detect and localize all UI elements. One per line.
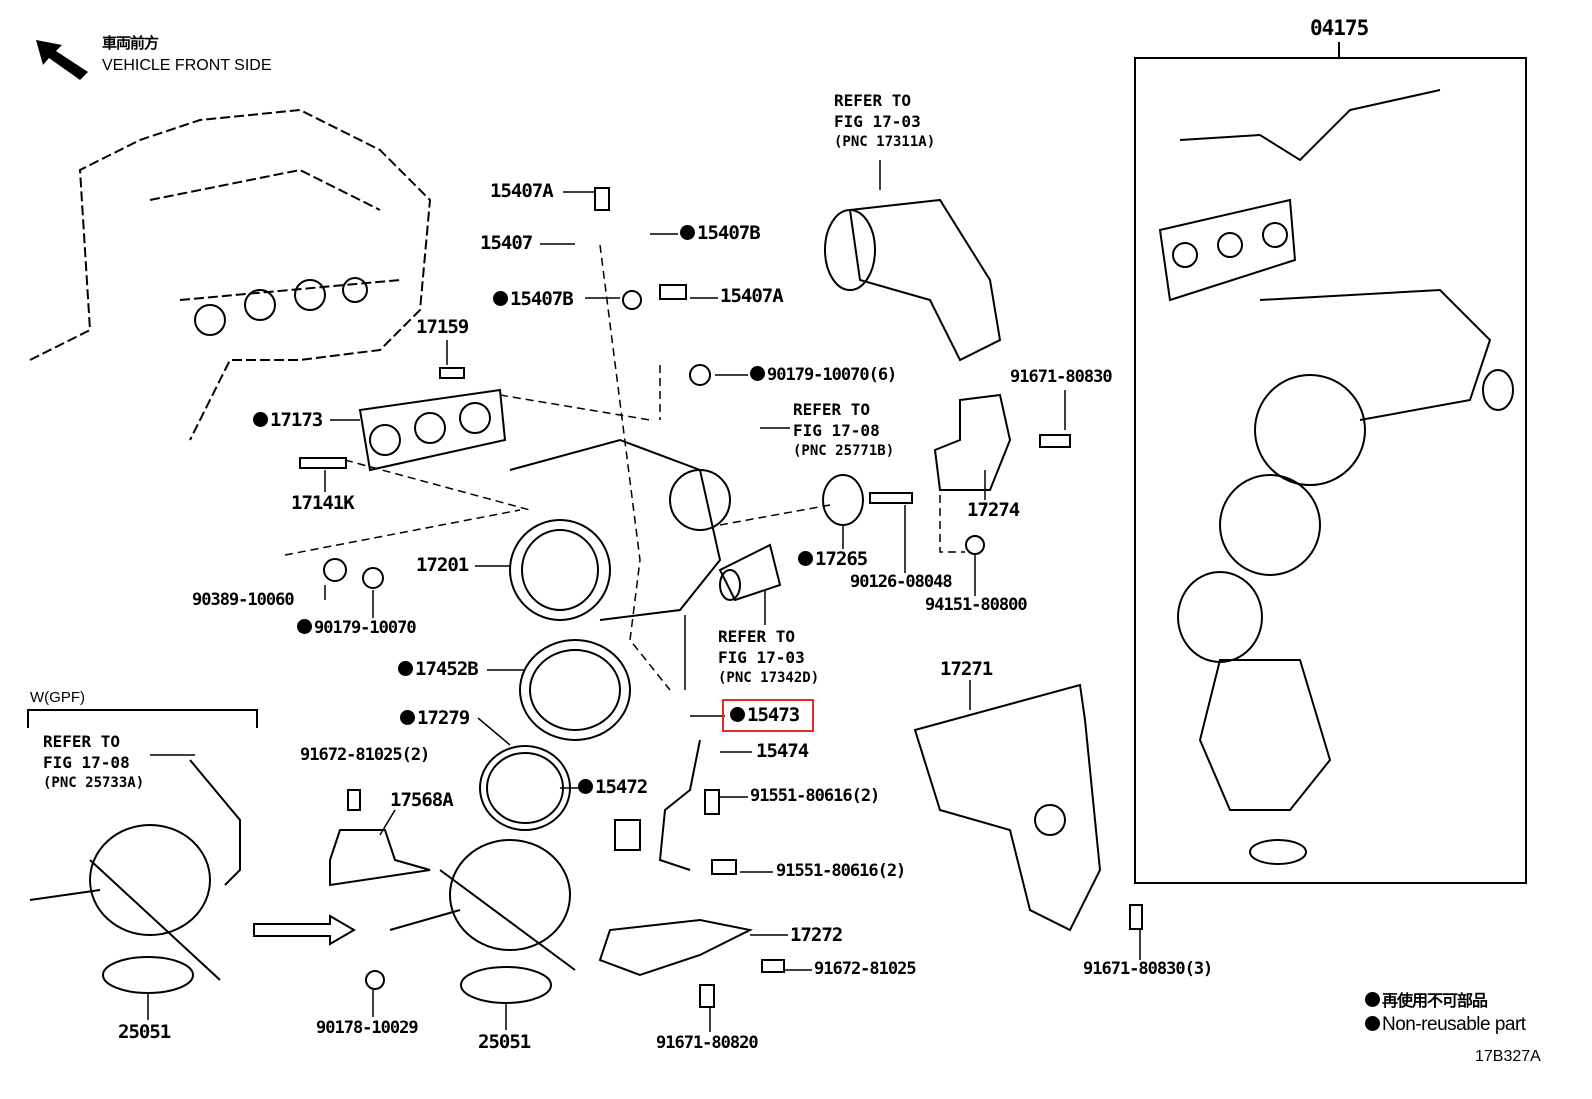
part-label[interactable]: 25051 <box>478 1031 531 1053</box>
highlight-box <box>722 699 814 732</box>
part-label[interactable]: 15407A <box>490 180 554 202</box>
converter-right <box>389 839 576 1004</box>
air-elbow <box>824 198 1002 362</box>
pipe-15474 <box>614 739 701 871</box>
part-label[interactable]: 15407 <box>480 232 533 254</box>
engine-block-drawing <box>29 108 432 441</box>
hose <box>718 543 782 602</box>
part-label[interactable]: 90179-10070(6) <box>750 366 897 384</box>
part-label[interactable]: 91671-80820 <box>656 1033 759 1053</box>
part-label[interactable]: 91551-80616(2) <box>776 861 906 881</box>
clamp-17452B <box>519 639 631 741</box>
legend-en: Non-reusable part <box>1365 1015 1526 1034</box>
part-label[interactable]: 91671-80830 <box>1010 367 1113 387</box>
orientation-en: VEHICLE FRONT SIDE <box>102 57 272 74</box>
converter-left <box>29 759 241 994</box>
part-label[interactable]: 90389-10060 <box>192 590 295 610</box>
part-label[interactable]: 17265 <box>798 550 868 569</box>
part-label[interactable]: 90126-08048 <box>850 572 953 592</box>
part-label[interactable]: 17568A <box>390 789 454 811</box>
orientation-jp: 車両前方 <box>102 34 159 52</box>
part-label[interactable]: 91671-80830(3) <box>1083 959 1213 979</box>
part-label[interactable]: 94151-80800 <box>925 595 1028 615</box>
gasket-17279 <box>479 745 571 831</box>
part-label[interactable]: 17279 <box>400 709 470 728</box>
part-label[interactable]: 17159 <box>416 316 469 338</box>
part-label[interactable]: 25051 <box>118 1021 171 1043</box>
dashed-guides <box>284 244 965 691</box>
part-label[interactable]: 15472 <box>578 778 648 797</box>
part-label[interactable]: 91672-81025(2) <box>300 745 430 765</box>
engine-ports <box>194 277 368 336</box>
right-arrow-icon <box>253 914 356 946</box>
part-label[interactable]: 15474 <box>756 740 809 762</box>
part-label[interactable]: 17452B <box>398 660 479 679</box>
part-label[interactable]: 17271 <box>940 658 993 680</box>
part-label[interactable]: 17141K <box>291 492 355 514</box>
gasket-17173 <box>358 388 507 472</box>
bracket-17568A <box>329 829 431 887</box>
gpf-bracket <box>27 709 258 728</box>
assembly-04175-box <box>1134 57 1527 884</box>
assembly-04175-parts <box>1158 89 1514 865</box>
part-label[interactable]: 91551-80616(2) <box>750 786 880 806</box>
bracket-17272 <box>598 918 754 977</box>
part-label[interactable]: 90179-10070 <box>297 619 417 637</box>
bolts <box>299 187 1143 1008</box>
part-label[interactable]: 15407A <box>720 285 784 307</box>
elbow-17274 <box>933 393 1012 491</box>
part-label[interactable]: 15407B <box>493 290 574 309</box>
part-label[interactable]: 91672-81025 <box>814 959 917 979</box>
part-label[interactable]: 90178-10029 <box>316 1018 419 1038</box>
part-label-highlighted[interactable]: 15473 <box>730 706 800 725</box>
part-label[interactable]: 17201 <box>416 554 469 576</box>
figure-id: 17B327A <box>1475 1048 1541 1065</box>
part-label[interactable]: 17272 <box>790 924 843 946</box>
part-label[interactable]: 17173 <box>253 411 323 430</box>
part-label[interactable]: 17274 <box>967 499 1020 521</box>
heat-insulator-17271 <box>913 683 1102 932</box>
leader-lines <box>147 160 1141 1032</box>
gpf-variant-label: W(GPF) <box>30 689 85 706</box>
clamp-17265 <box>822 474 864 526</box>
part-label[interactable]: 15407B <box>680 224 761 243</box>
legend-jp: 再使用不可部品 <box>1365 992 1488 1009</box>
assembly-label: 04175 <box>1310 16 1369 40</box>
arrow-up-left-icon <box>36 40 88 80</box>
turbocharger-17201 <box>509 438 731 621</box>
